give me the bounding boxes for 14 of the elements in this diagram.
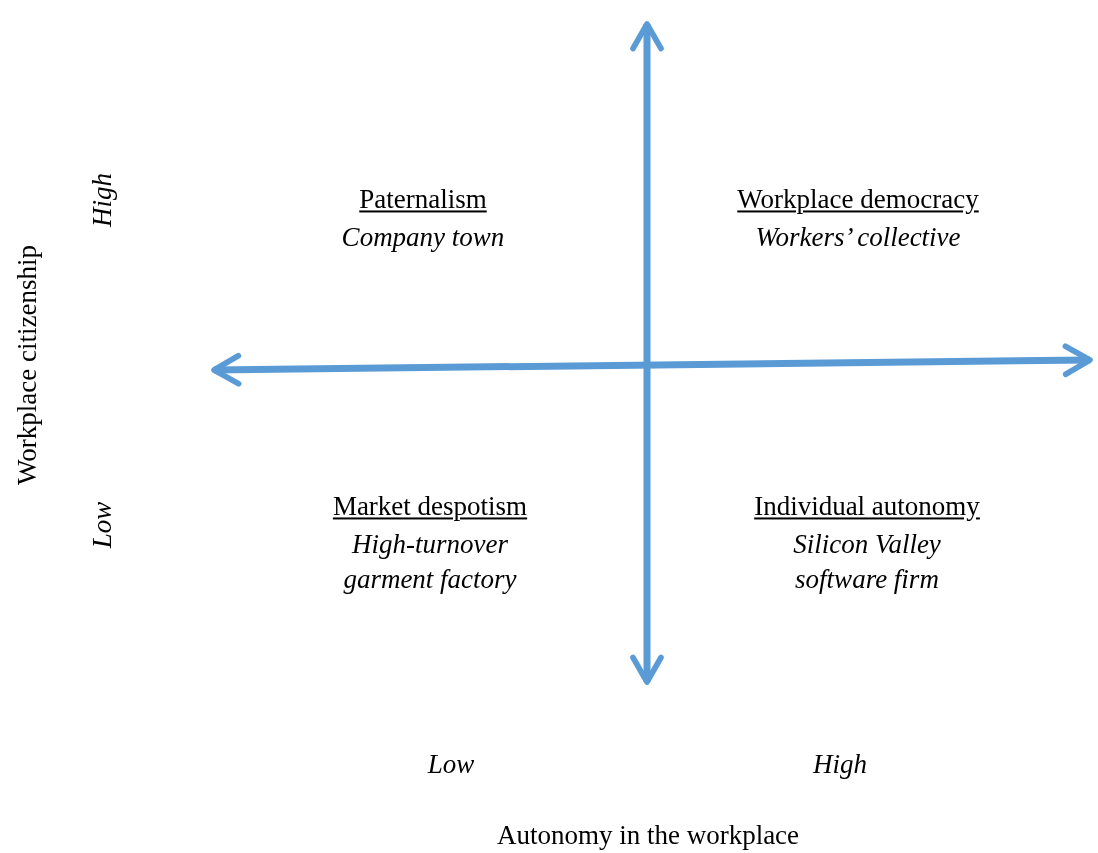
axis-tick-label: High xyxy=(86,173,119,227)
axis-title: Autonomy in the workplace xyxy=(496,819,800,853)
axis-tick-label: High xyxy=(813,748,867,782)
example-text: Silicon Valley software firm xyxy=(792,527,942,596)
quadrant-heading: Workplace democracy xyxy=(737,183,979,217)
example-text: High-turnover garment factory xyxy=(342,527,518,596)
quadrant-heading: Paternalism xyxy=(359,183,487,217)
axis-tick-label: Low xyxy=(427,748,475,782)
quadrant-heading: Market despotism xyxy=(332,490,528,524)
quadrant-heading: Individual autonomy xyxy=(754,490,980,524)
example-text: Workers’ collective xyxy=(755,221,961,255)
axis-title: Workplace citizenship xyxy=(11,245,44,485)
axis-tick-label: Low xyxy=(86,501,119,549)
example-text: Company town xyxy=(341,221,505,255)
